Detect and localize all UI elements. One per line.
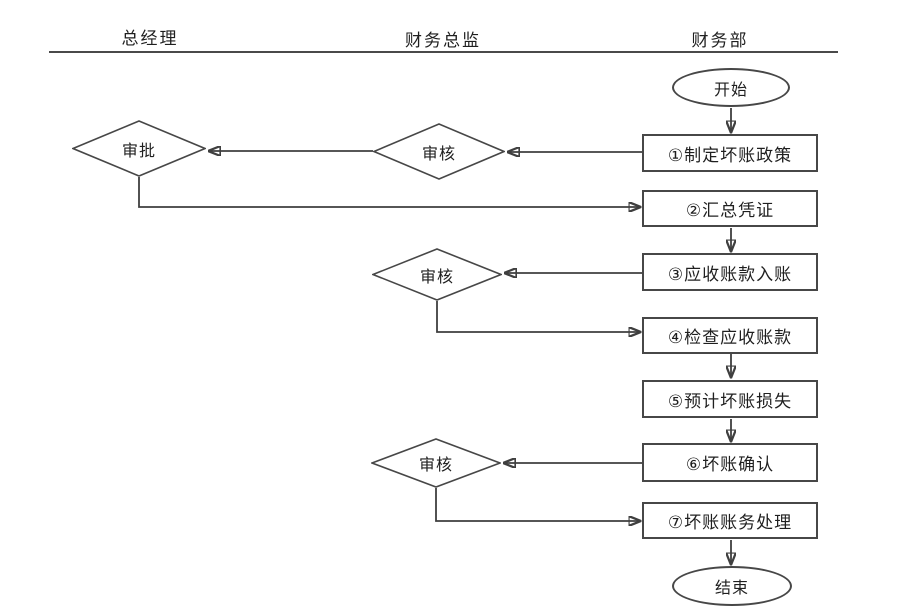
header-divider: [49, 51, 838, 53]
diamond-shape: [373, 123, 505, 180]
node-label: 审核: [418, 455, 453, 474]
node-step5-estimate-bad-debt-loss: ⑤预计坏账损失: [642, 380, 818, 418]
node-label: 审批: [121, 140, 156, 160]
node-start-terminator: 开始: [672, 68, 790, 107]
diamond-shape: [72, 120, 206, 177]
node-label: ④检查应收账款: [667, 328, 793, 348]
edge-approve-step2: [138, 177, 641, 207]
node-label: 审核: [421, 143, 456, 163]
node-label: 审核: [419, 266, 454, 286]
edge-review2-step4: [436, 301, 641, 332]
lane-label-general-manager: 总经理: [121, 29, 179, 49]
node-step1-make-bad-debt-policy: ①制定坏账政策: [642, 134, 818, 172]
diamond-shape: [372, 248, 502, 301]
lane-label-finance-director: 财务总监: [405, 31, 481, 51]
node-step6-bad-debt-confirmation: ⑥坏账确认: [642, 443, 818, 482]
node-decision-review-1: 审核: [373, 123, 505, 180]
node-label: 结束: [714, 578, 749, 597]
node-step4-check-receivables: ④检查应收账款: [642, 317, 818, 354]
node-end-terminator: 结束: [672, 566, 792, 606]
node-label: ③应收账款入账: [667, 264, 793, 285]
node-decision-review-2: 审核: [372, 248, 502, 301]
node-step7-bad-debt-accounting: ⑦坏账账务处理: [642, 502, 818, 539]
node-label: ②汇总凭证: [685, 201, 775, 221]
node-step3-receivables-entry: ③应收账款入账: [642, 253, 818, 291]
node-label: ⑥坏账确认: [685, 455, 775, 475]
diamond-shape: [371, 438, 501, 488]
node-label: ①制定坏账政策: [667, 145, 793, 166]
lane-label-finance-dept: 财务部: [691, 31, 749, 51]
node-label: ⑦坏账账务处理: [667, 513, 793, 533]
edge-review3-step7: [435, 488, 641, 521]
node-decision-review-3: 审核: [371, 438, 501, 488]
node-label: ⑤预计坏账损失: [667, 391, 793, 412]
node-decision-approve: 审批: [72, 120, 206, 177]
node-step2-summarize-vouchers: ②汇总凭证: [642, 190, 818, 227]
node-label: 开始: [713, 79, 748, 99]
